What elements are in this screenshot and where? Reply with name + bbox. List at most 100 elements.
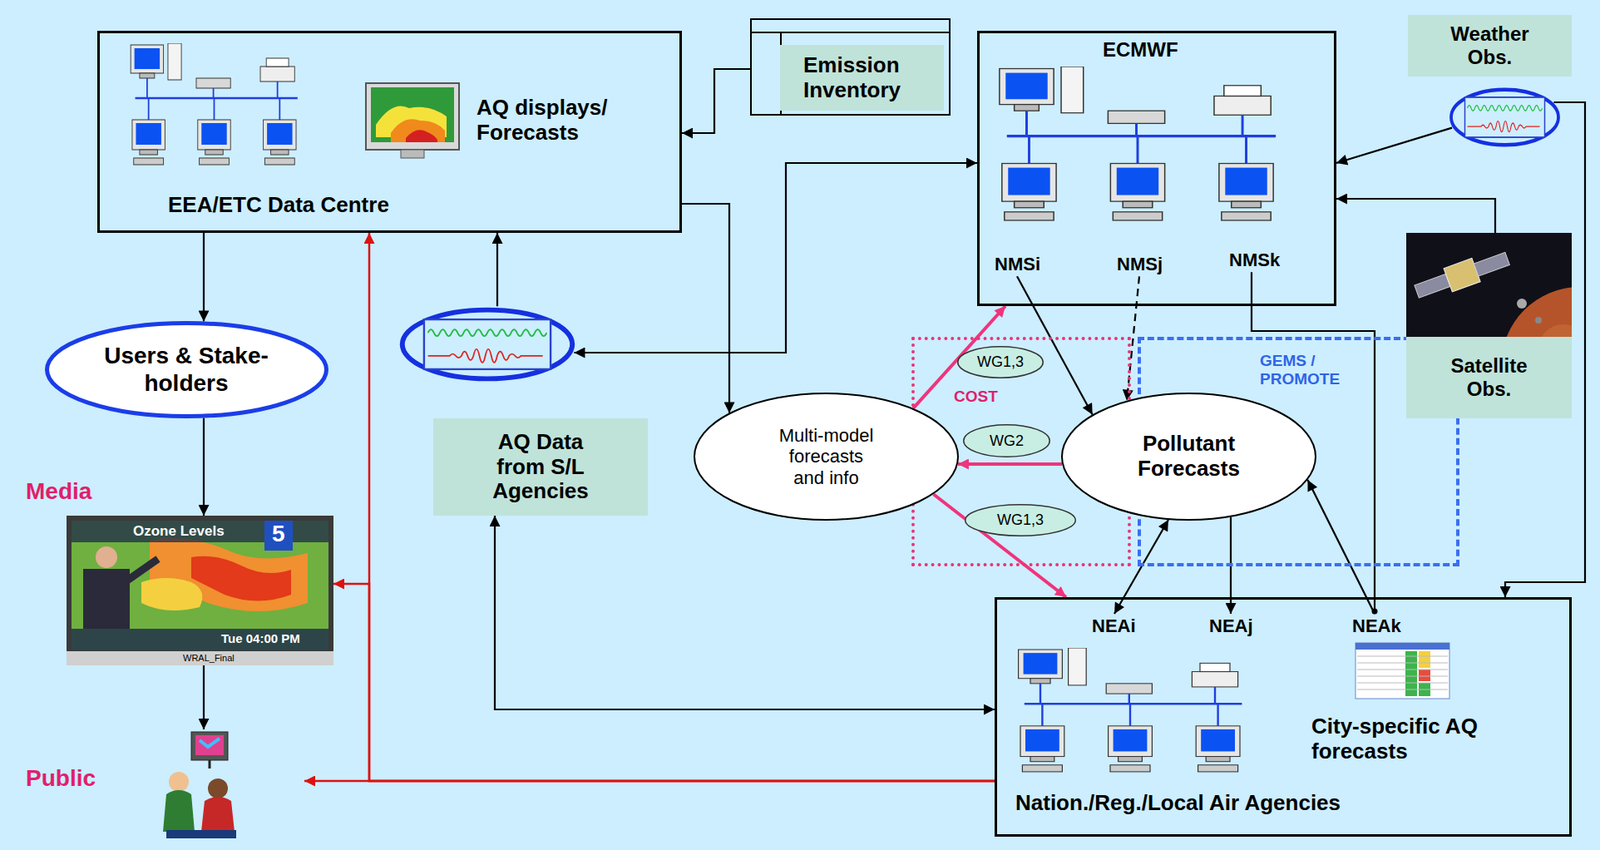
forecast-ellipse: Pollutant Forecasts — [1061, 392, 1317, 521]
node-label: Emission Inventory — [780, 44, 944, 111]
station-logo — [264, 520, 293, 551]
aq-map-screen — [365, 83, 460, 159]
node-label: Ozone Levels — [133, 523, 225, 540]
working-group: WG1,3 — [964, 503, 1077, 537]
tv-weather-image — [66, 515, 334, 666]
table-rule — [1357, 656, 1448, 657]
public-figure: Public — [162, 729, 305, 842]
person-head — [168, 771, 189, 792]
tv-picture — [199, 738, 220, 747]
connector — [496, 232, 499, 307]
signal-icon — [1451, 89, 1559, 146]
node-label: Nation./Reg./Local Air Agencies — [1015, 790, 1341, 816]
inventory-box: Emission Inventory — [750, 18, 951, 116]
public-clipart — [162, 731, 237, 839]
node-label: NEAk — [1352, 615, 1402, 637]
node-label: 5 — [271, 520, 286, 548]
node-label: ECMWF — [1102, 38, 1179, 62]
connector — [202, 232, 205, 321]
node-label: AQ Data from S/L Agencies — [433, 418, 648, 516]
table-cell — [1418, 651, 1431, 668]
agencies-box: City-specific AQ forecastsNation./Reg./L… — [994, 597, 1572, 837]
forecast-ellipse: Multi-model forecasts and info — [693, 392, 959, 521]
table-cell — [1418, 669, 1431, 682]
node-label: Pollutant Forecasts — [1126, 431, 1252, 482]
observation-source: Weather Obs. — [1407, 14, 1572, 150]
media-image: MediaOzone Levels5Tue 04:00 PMWRAL_Final — [66, 515, 334, 666]
data-centre-box: AQ displays/ ForecastsEEA/ETC Data Centr… — [97, 30, 682, 233]
presenter-head — [95, 546, 118, 568]
node-label: Multi-model forecasts and info — [774, 424, 879, 489]
node-label: Weather Obs. — [1407, 14, 1572, 77]
table-rule — [1357, 669, 1448, 671]
connector — [1017, 276, 1093, 415]
working-group: WG1,3 — [957, 345, 1044, 379]
map-ground — [370, 87, 455, 143]
connector — [333, 583, 995, 781]
connector — [681, 69, 751, 134]
table-frame — [1355, 642, 1450, 699]
tv-set — [191, 731, 228, 761]
node-label: NMSi — [994, 253, 1041, 275]
node-label: NMSj — [1116, 253, 1163, 275]
connector — [1307, 479, 1375, 614]
presenter-body — [83, 568, 130, 629]
satellite-image — [1406, 232, 1572, 337]
monitor-base — [400, 149, 425, 159]
node-label: NEAi — [1091, 615, 1136, 637]
connector — [304, 780, 995, 783]
connector — [1336, 198, 1496, 233]
agency-label: NEAk — [1348, 613, 1405, 638]
ellipse-outline — [965, 504, 1077, 537]
node-label: WRAL_Final — [182, 652, 235, 664]
service-label: NMSj — [1113, 251, 1166, 277]
network-icon — [1018, 647, 1243, 772]
connector — [369, 232, 995, 781]
connector — [1114, 519, 1169, 614]
caption-strip — [66, 651, 334, 666]
table-thumbnail — [1355, 642, 1450, 699]
map-ground — [71, 520, 329, 651]
network-icon — [130, 43, 298, 165]
node-label: City-specific AQ forecasts — [1311, 714, 1478, 765]
node-label: EEA/ETC Data Centre — [167, 192, 390, 218]
monitor — [365, 83, 460, 150]
map-area — [390, 118, 445, 143]
table-rule — [1357, 676, 1448, 677]
ellipse-outline — [963, 424, 1051, 458]
map-area — [141, 577, 203, 611]
ellipse-outline — [694, 393, 959, 520]
working-group: WG2 — [962, 424, 1051, 458]
connector — [573, 162, 978, 353]
node-label: WG2 — [989, 432, 1024, 450]
node-label: NEAj — [1209, 615, 1254, 637]
table-rule — [1357, 662, 1448, 664]
service-label: NMSi — [991, 251, 1044, 277]
node-label: COST — [953, 387, 998, 406]
person-legs — [166, 829, 237, 839]
presenter-arm — [124, 558, 159, 583]
connector — [1336, 128, 1452, 163]
person-body — [162, 790, 195, 832]
time-band — [71, 628, 329, 651]
moon — [1535, 316, 1542, 324]
planet — [1501, 286, 1572, 337]
observation-source: Satellite Obs. — [1406, 232, 1572, 419]
ecmwf-box: ECMWF NMSi NMSj NMSk — [977, 30, 1337, 307]
connector — [681, 203, 730, 413]
node-label: Users & Stake-holders — [90, 342, 282, 396]
node-label: Public — [25, 765, 96, 792]
node-label: NMSk — [1229, 249, 1280, 271]
planet-spot — [1538, 324, 1572, 337]
ellipse-outline — [46, 323, 326, 417]
service-label: NMSk — [1225, 247, 1284, 272]
table-rule — [1357, 689, 1448, 691]
map-area — [191, 556, 292, 602]
ellipse-outline — [958, 346, 1044, 379]
stakeholder-ellipse: Users & Stake-holders — [44, 320, 329, 419]
satellite — [1412, 246, 1512, 304]
solar-panel — [1414, 273, 1451, 298]
table-header — [1355, 642, 1450, 650]
node-label: Tue 04:00 PM — [221, 631, 301, 646]
